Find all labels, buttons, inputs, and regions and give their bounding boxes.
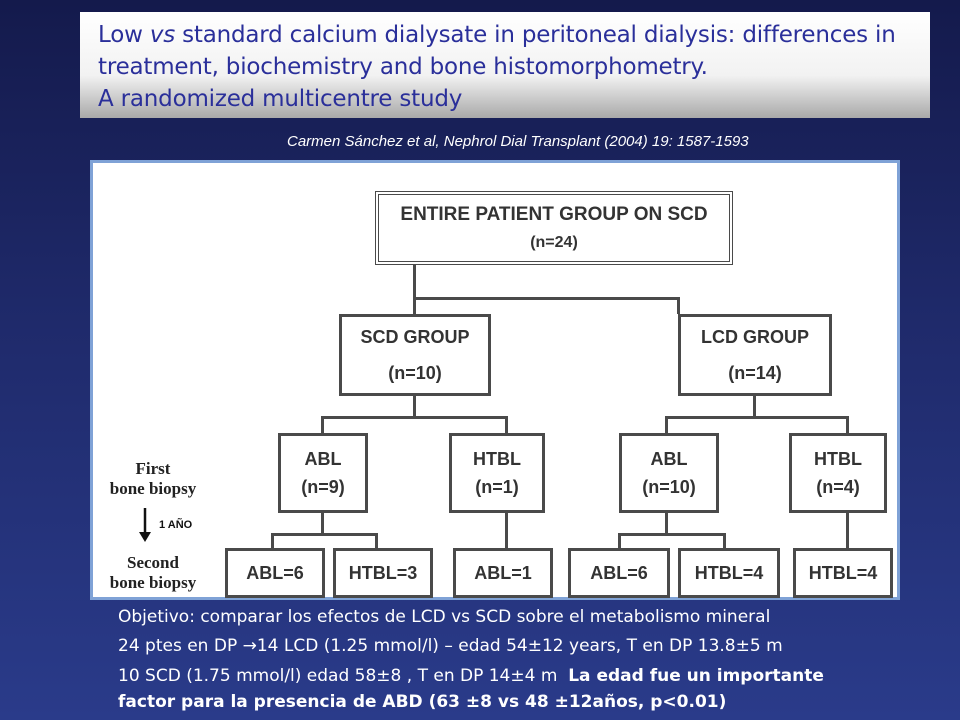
connector (413, 297, 680, 300)
first-biopsy-count: (n=9) (301, 477, 345, 497)
first-biopsy-side-label-line2: bone biopsy (109, 478, 197, 498)
title-box: Low vs standard calcium dialysate in per… (80, 12, 930, 118)
connector (618, 533, 621, 548)
scd-group-label: SCD GROUP (360, 326, 470, 347)
connector (665, 416, 668, 433)
interval-label: 1 AÑO (159, 519, 193, 531)
summary-line-3-bold: La edad fue un importante (568, 666, 824, 686)
connector (846, 416, 849, 433)
connector (677, 297, 680, 314)
first-biopsy-node: HTBL (n=4) (789, 433, 887, 513)
root-node-count: (n=24) (530, 233, 578, 251)
lcd-group-node: LCD GROUP (n=14) (678, 314, 832, 396)
second-biopsy-label: HTBL=4 (694, 562, 764, 583)
second-biopsy-node: HTBL=4 (793, 548, 893, 598)
second-biopsy-label: HTBL=3 (348, 562, 418, 583)
second-biopsy-side-label-line1: Second (127, 553, 179, 572)
connector (321, 513, 324, 535)
second-biopsy-node: HTBL=3 (333, 548, 433, 598)
first-biopsy-label: ABL (304, 448, 342, 469)
second-biopsy-label: HTBL=4 (808, 562, 878, 583)
title-line-3: A randomized multicentre study (98, 86, 463, 112)
second-biopsy-label: ABL=6 (246, 562, 304, 583)
first-biopsy-node: HTBL (n=1) (449, 433, 545, 513)
scd-group-count: (n=10) (388, 363, 442, 383)
first-biopsy-label: HTBL (473, 448, 521, 469)
lcd-group-count: (n=14) (728, 363, 782, 383)
connector (618, 533, 726, 536)
root-node: ENTIRE PATIENT GROUP ON SCD (n=24) (375, 191, 733, 265)
second-biopsy-node: ABL=1 (453, 548, 553, 598)
citation: Carmen Sánchez et al, Nephrol Dial Trans… (287, 133, 749, 150)
second-biopsy-label: ABL=6 (590, 562, 648, 583)
second-biopsy-node: ABL=6 (225, 548, 325, 598)
first-biopsy-count: (n=1) (475, 477, 519, 497)
connector (413, 396, 416, 418)
title-line-1: Low vs standard calcium dialysate in per… (98, 22, 896, 48)
connector (321, 416, 508, 419)
connector (413, 265, 416, 299)
summary-line-2: 24 ptes en DP →14 LCD (1.25 mmol/l) – ed… (118, 636, 783, 656)
summary-line-1: Objetivo: comparar los efectos de LCD vs… (118, 607, 771, 627)
summary-line-3: 10 SCD (1.75 mmol/l) edad 58±8 , T en DP… (118, 666, 824, 686)
flowchart-figure: ENTIRE PATIENT GROUP ON SCD (n=24) SCD G… (90, 160, 900, 600)
connector (665, 416, 849, 419)
first-biopsy-label: HTBL (814, 448, 862, 469)
title-line-2: treatment, biochemistry and bone histomo… (98, 54, 708, 80)
connector (505, 416, 508, 433)
first-biopsy-node: ABL (n=10) (619, 433, 719, 513)
connector (846, 513, 849, 548)
connector (723, 533, 726, 548)
connector (271, 533, 274, 548)
second-biopsy-node: ABL=6 (568, 548, 670, 598)
connector (375, 533, 378, 548)
second-biopsy-label: ABL=1 (474, 562, 532, 583)
second-biopsy-node: HTBL=4 (678, 548, 780, 598)
connector (665, 513, 668, 535)
connector (753, 396, 756, 418)
down-arrow-icon (139, 508, 151, 542)
summary-line-4: factor para la presencia de ABD (63 ±8 v… (118, 692, 727, 712)
connector (505, 513, 508, 548)
second-biopsy-side-label: Second bone biopsy (99, 553, 207, 592)
connector (321, 416, 324, 433)
scd-group-node: SCD GROUP (n=10) (339, 314, 491, 396)
first-biopsy-side-label-line1: First (135, 459, 171, 478)
first-biopsy-count: (n=10) (642, 477, 696, 497)
summary-line-3-normal: 10 SCD (1.75 mmol/l) edad 58±8 , T en DP… (118, 666, 569, 686)
root-node-label: ENTIRE PATIENT GROUP ON SCD (400, 204, 708, 226)
first-biopsy-label: ABL (650, 448, 688, 469)
first-biopsy-side-label: First bone biopsy (99, 459, 207, 498)
connector (271, 533, 378, 536)
second-biopsy-side-label-line2: bone biopsy (109, 572, 197, 592)
lcd-group-label: LCD GROUP (701, 326, 809, 347)
first-biopsy-node: ABL (n=9) (278, 433, 368, 513)
first-biopsy-count: (n=4) (816, 477, 860, 497)
connector (413, 297, 416, 314)
